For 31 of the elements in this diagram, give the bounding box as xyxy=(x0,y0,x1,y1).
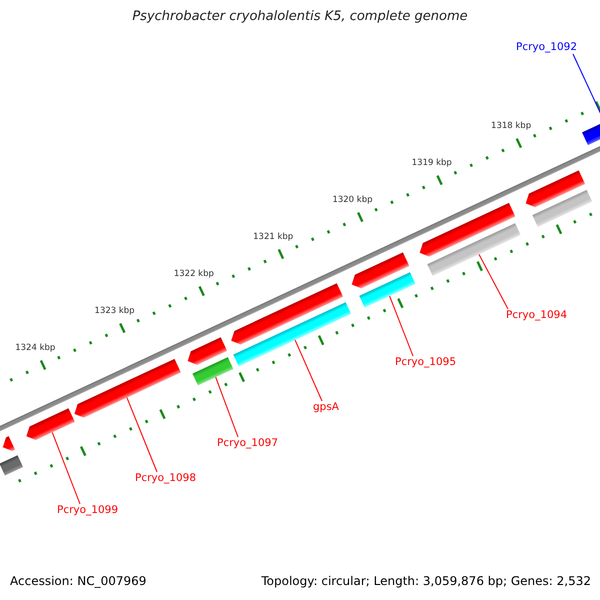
scale-label: 1322 kbp xyxy=(174,269,214,280)
leader-line xyxy=(478,254,508,310)
gene-label: Pcryo_1095 xyxy=(395,356,456,369)
leader-line xyxy=(389,296,414,356)
leader-line xyxy=(294,340,322,402)
footer-text: Accession: NC_007969 xyxy=(10,574,146,588)
gene-label: Pcryo_1098 xyxy=(135,472,196,485)
scale-label: 1324 kbp xyxy=(15,343,56,354)
gene-block xyxy=(526,170,586,208)
gene-label: Pcryo_1099 xyxy=(57,504,118,517)
leader-line xyxy=(52,432,80,504)
gene-label: Pcryo_1094 xyxy=(506,309,568,322)
gene-block xyxy=(2,436,16,452)
gene-block xyxy=(26,408,75,440)
gene-block xyxy=(188,337,228,365)
gene-block xyxy=(74,358,181,418)
scale-label: 1320 kbp xyxy=(332,195,372,206)
scale-label: 1321 kbp xyxy=(253,232,294,244)
scale-label: 1319 kbp xyxy=(412,158,452,170)
scale-label: 1318 kbp xyxy=(491,121,532,132)
gene-block xyxy=(420,202,516,257)
gene-label: Pcryo_1092 xyxy=(516,41,578,54)
footer-text: Topology: circular; Length: 3,059,876 bp; Genes: 2,532 xyxy=(261,574,591,588)
gene-label: gpsA xyxy=(313,401,339,414)
diagram-title: Psychrobacter cryohalolentis K5, complete genome xyxy=(131,9,469,24)
scale-label: 1323 kbp xyxy=(94,306,135,318)
gene-label: Pcryo_1097 xyxy=(217,437,278,450)
leader-line xyxy=(126,397,158,472)
leader-line xyxy=(215,376,238,438)
gene-block xyxy=(352,252,410,288)
gene-block xyxy=(231,283,344,345)
